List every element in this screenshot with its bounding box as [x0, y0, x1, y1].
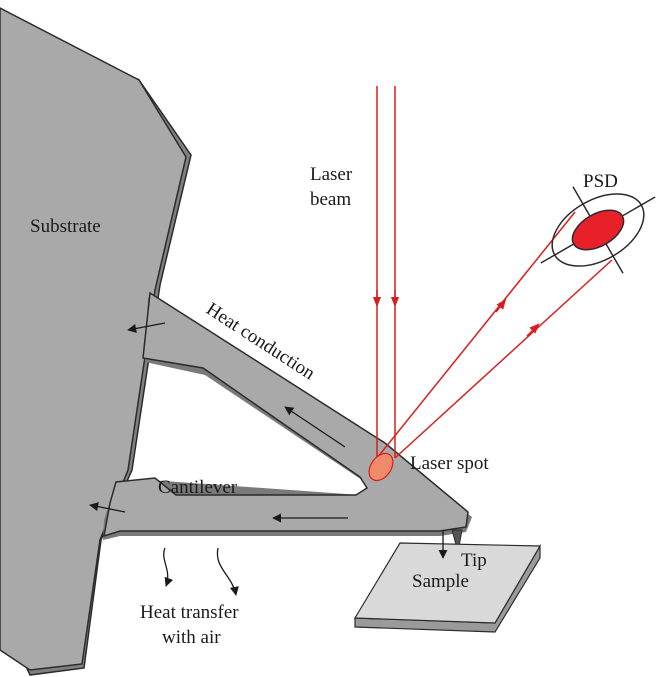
label-psd: PSD	[583, 171, 618, 192]
label-laser-line1: Laser	[310, 164, 353, 185]
label-substrate: Substrate	[30, 216, 101, 237]
label-cantilever: Cantilever	[158, 477, 238, 498]
heat-arrow-upper-substrate	[127, 322, 166, 333]
cantilever-tip	[451, 529, 463, 553]
psd-sensor	[571, 209, 625, 251]
label-laser-spot: Laser spot	[410, 453, 489, 474]
laser-spot	[368, 452, 394, 482]
laser-arrow-4	[526, 323, 540, 337]
cantilever-structure	[103, 291, 472, 553]
laser-reflected-beam-2	[394, 259, 613, 459]
heat-air-arrow-2	[216, 547, 239, 596]
laser-arrow-3	[495, 298, 507, 313]
heat-air-arrow-1	[163, 547, 174, 587]
laser-reflected-beam-1	[376, 211, 576, 459]
laser-beams	[372, 86, 613, 459]
heat-arrows	[89, 322, 448, 596]
cantilever-arms	[103, 291, 469, 538]
psd-detector	[540, 186, 656, 274]
substrate-block	[0, 7, 192, 676]
label-laser-line2: beam	[310, 189, 351, 210]
sample-block	[353, 542, 542, 633]
label-sample: Sample	[412, 571, 469, 592]
heat-arrow-lower-substrate	[89, 502, 126, 513]
label-tip: Tip	[461, 550, 487, 571]
label-heat-air-line2: with air	[162, 627, 221, 648]
heat-arrow-upper-arm	[284, 406, 346, 448]
label-heat-air-line1: Heat transfer	[140, 602, 239, 623]
sample-top	[353, 542, 542, 624]
